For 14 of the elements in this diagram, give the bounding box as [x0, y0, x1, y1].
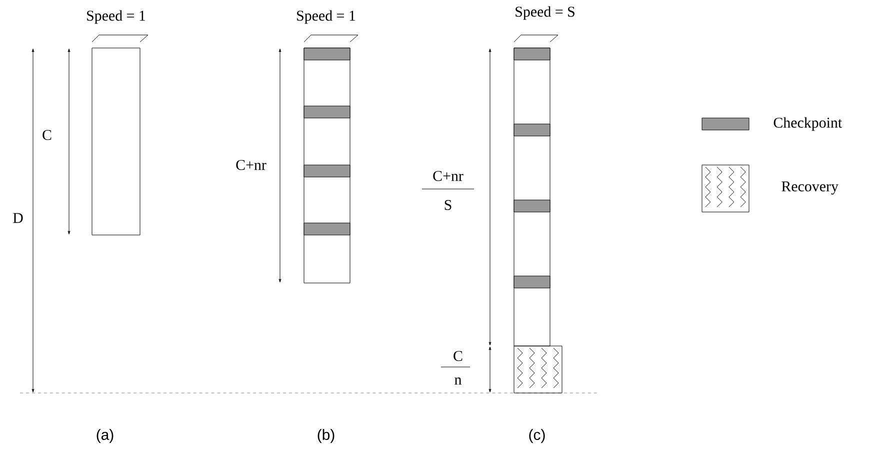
- dimension-label: D: [13, 213, 23, 223]
- dimension-label: n: [454, 377, 462, 384]
- task-bar: [92, 48, 140, 236]
- legend-label: Recovery: [782, 182, 838, 194]
- dimension-label: C+nr: [236, 160, 266, 170]
- dimension-label: C+nr: [433, 170, 464, 181]
- dimension-label: (c): [529, 429, 545, 443]
- dimension-label: C: [454, 350, 462, 361]
- dimension-label: S: [444, 200, 452, 210]
- dimension-label: (b): [318, 429, 334, 443]
- recovery-block: [514, 346, 562, 394]
- dimension-label: C: [42, 130, 52, 140]
- dimension-label: (a): [96, 429, 114, 443]
- legend-label: Checkpoint: [774, 117, 842, 131]
